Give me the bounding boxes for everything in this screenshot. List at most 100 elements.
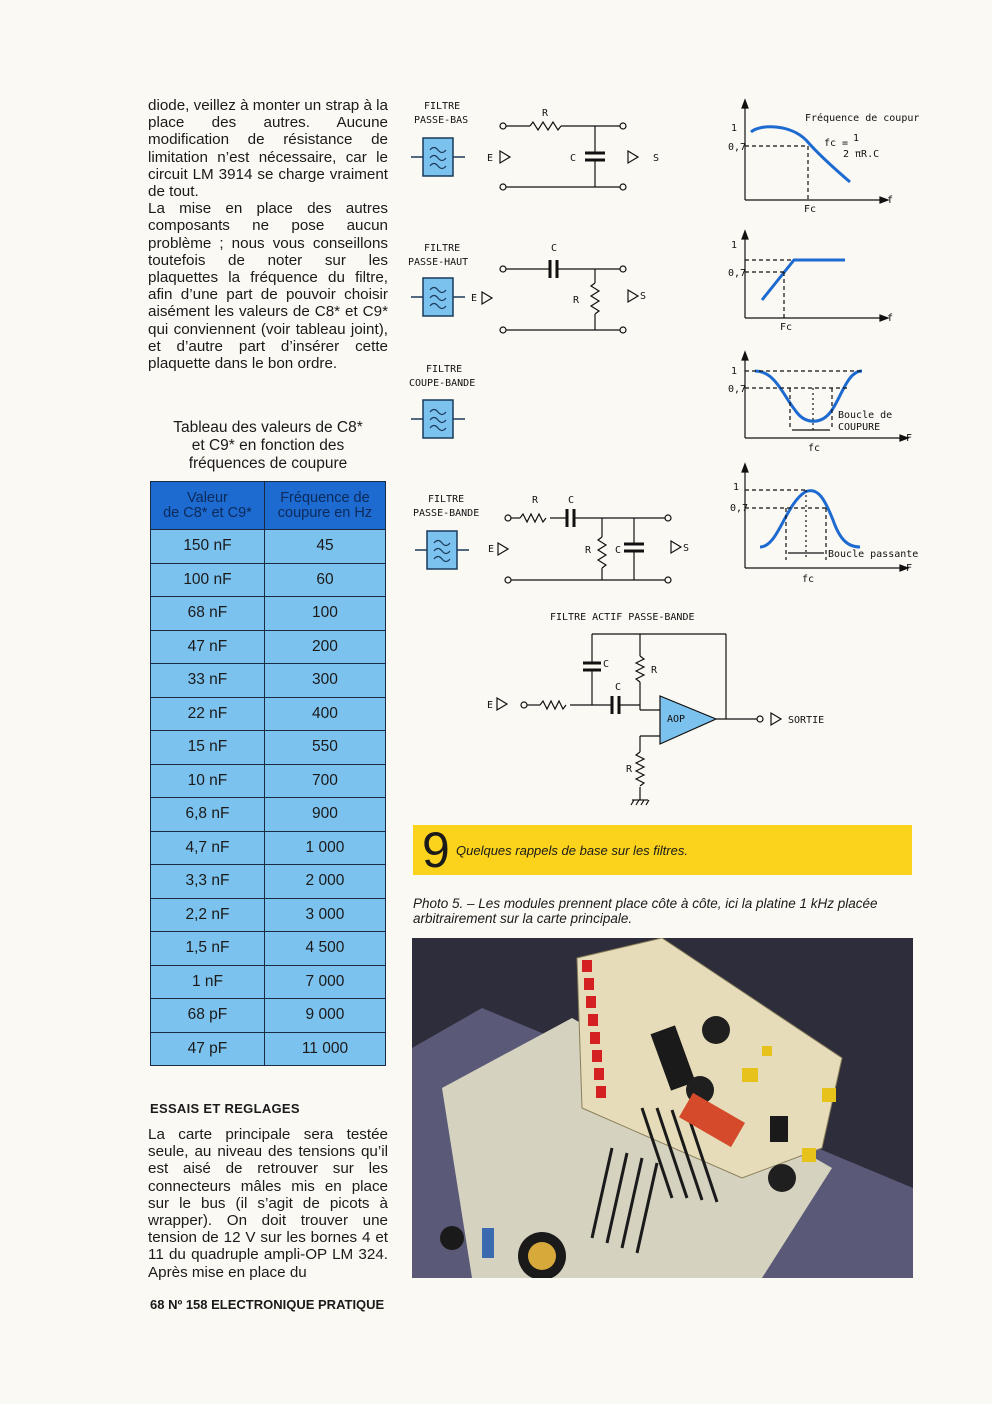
capacitor-value-cell: 68 nF [150,596,265,631]
table-title: Tableau des valeurs de C8* et C9* en fon… [150,419,386,473]
frequency-cell: 45 [263,529,387,564]
filter-label: FILTRE [424,243,460,254]
label-fc: fc [802,574,814,585]
lowpass-symbol [410,137,466,177]
circuit-board-photo [412,938,913,1278]
essais-text: La carte principale sera testée seule, a… [148,1126,388,1281]
label-r: R [542,108,549,119]
capacitor-value-cell: 33 nF [150,663,265,698]
label-fc: Fc [780,322,792,333]
active-filter-title: FILTRE ACTIF PASSE-BANDE [550,612,695,623]
filter-label: FILTRE [424,101,460,112]
label-c: C [615,545,621,556]
capacitor-value-cell: 150 nF [150,529,265,564]
capacitor-value-cell: 68 pF [150,998,265,1033]
capacitor-value-cell: 47 pF [150,1031,265,1066]
header-line: coupure en Hz [277,504,373,521]
capacitor-value-cell: 15 nF [150,730,265,765]
filter-label: PASSE-HAUT [408,257,468,268]
label-e: E [487,700,493,711]
label-e: E [487,153,493,164]
frequency-cell: 400 [263,696,387,731]
formula-num: 1 [853,133,859,144]
highpass-symbol [410,277,466,317]
capacitor-value-cell: 100 nF [150,562,265,597]
frequency-cell: 900 [263,797,387,832]
table-title-line: fréquences de coupure [188,455,348,472]
section-heading: ESSAIS ET REGLAGES [150,1101,300,1116]
frequency-cell: 11 000 [263,1031,387,1066]
figure-caption-text: Quelques rappels de base sur les filtres… [456,843,688,858]
capacitor-value-cell: 47 nF [150,629,265,664]
label-fc: Fc [804,204,816,215]
table-title-line: Tableau des valeurs de C8* [173,419,363,436]
curve-title: Fréquence de coupure [805,112,920,124]
label-f: f [887,313,893,324]
label-s: S [640,291,646,302]
label-r: R [532,495,539,506]
capacitor-value-cell: 10 nF [150,763,265,798]
filter-label: PASSE-BANDE [413,508,479,519]
boucle-coupure: COUPURE [838,422,880,433]
label-s: S [653,153,659,164]
formula-den: 2 πR.C [843,149,879,160]
label-07: 0,7 [728,142,746,153]
frequency-cell: 9 000 [263,998,387,1033]
capacitor-value-cell: 4,7 nF [150,830,265,865]
values-table: Valeur de C8* et C9* Fréquence de coupur… [150,481,387,1066]
frequency-cell: 2 000 [263,864,387,899]
header-frequency: Fréquence de coupure en Hz [263,481,387,530]
label-s: S [683,543,689,554]
figure-number: 9 [422,822,450,878]
capacitor-value-cell: 2,2 nF [150,897,265,932]
bandpass-symbol [414,530,470,570]
sortie-label: SORTIE [788,715,824,726]
frequency-cell: 3 000 [263,897,387,932]
label-e: E [471,293,477,304]
label-r: R [651,665,658,676]
label-r: R [573,295,580,306]
bandstop-symbol [410,399,466,439]
filter-label: FILTRE [426,364,462,375]
label-07: 0,7 [728,384,746,395]
frequency-cell: 550 [263,730,387,765]
capacitor-value-cell: 22 nF [150,696,265,731]
page-footer: 68 Nº 158 ELECTRONIQUE PRATIQUE [150,1297,385,1312]
capacitor-value-cell: 6,8 nF [150,797,265,832]
table-title-line: et C9* en fonction des [191,437,345,454]
frequency-cell: 1 000 [263,830,387,865]
capacitor-value-cell: 1 nF [150,964,265,999]
paragraph-1: diode, veillez à monter un strap à la pl… [148,97,388,201]
capacitor-value-cell: 1,5 nF [150,931,265,966]
photo-caption: Photo 5. – Les modules prennent place cô… [413,896,878,926]
label-f: F [906,433,912,444]
label-r: R [626,764,633,775]
header-line: de C8* et C9* [163,504,252,521]
label-one: 1 [731,123,737,134]
label-e: E [488,544,494,555]
label-07: 0,7 [730,503,748,514]
capacitor-value-cell: 3,3 nF [150,864,265,899]
label-one: 1 [731,240,737,251]
frequency-cell: 100 [263,596,387,631]
label-c: C [551,243,557,254]
frequency-cell: 60 [263,562,387,597]
filter-label: PASSE-BAS [414,115,468,126]
label-one: 1 [733,482,739,493]
label-f: f [887,195,893,206]
aop-label: AOP [667,714,685,725]
header-line: Valeur [187,489,228,506]
article-text: diode, veillez à monter un strap à la pl… [148,97,388,372]
